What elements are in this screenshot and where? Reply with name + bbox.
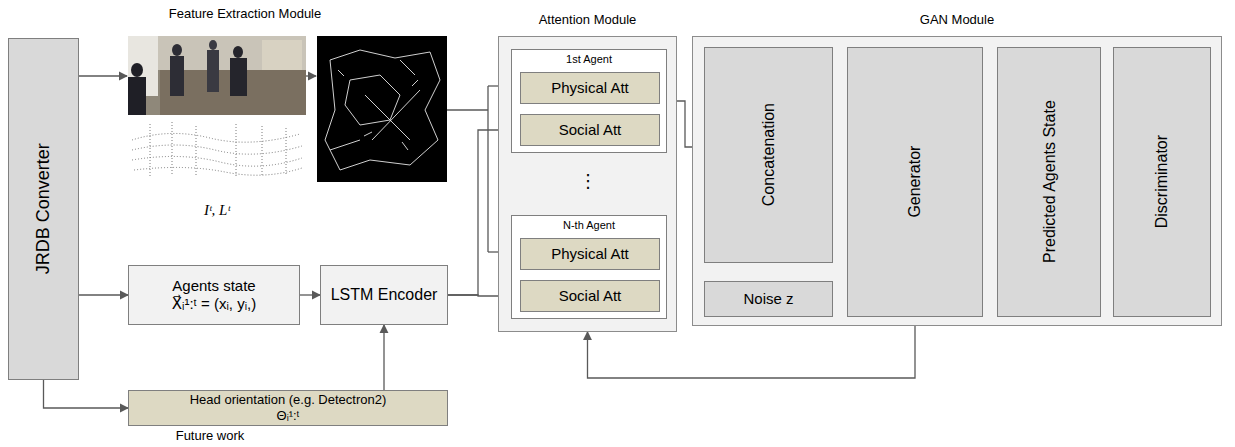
camera-ground xyxy=(128,36,306,115)
node-text: LSTM Encoder xyxy=(331,285,438,304)
state-box: Agents stateX⃗ᵢ¹:ᵗ = (xᵢ, yᵢ,) xyxy=(128,265,300,325)
person xyxy=(209,40,217,50)
node-text: Agents state xyxy=(172,277,255,295)
future-box: Head orientation (e.g. Detectron2)Θᵢ¹:ᵗ xyxy=(128,390,448,426)
process-box: Discriminator xyxy=(1113,47,1211,317)
node-subtext: X⃗ᵢ¹:ᵗ = (xᵢ, yᵢ,) xyxy=(172,295,256,313)
person xyxy=(131,63,143,77)
agent-box: N-th AgentPhysical AttSocial Att xyxy=(511,215,667,319)
camera-image xyxy=(128,36,306,115)
attention-box: Physical Att xyxy=(520,238,660,270)
node-subtext: Θᵢ¹:ᵗ xyxy=(277,408,300,424)
person xyxy=(233,46,243,58)
node-text: GAN Module xyxy=(920,12,994,28)
person xyxy=(207,50,219,92)
encoder-box: LSTM Encoder xyxy=(320,265,448,325)
map-image xyxy=(317,36,447,182)
lidar-ground xyxy=(128,116,306,180)
node-text: Discriminator xyxy=(1152,135,1171,228)
lidar-scan xyxy=(150,122,286,176)
converter-box: JRDB Converter xyxy=(8,38,79,380)
process-box: Concatenation xyxy=(704,47,833,263)
map-outline xyxy=(325,50,440,170)
lidar-scan xyxy=(132,133,300,142)
node-text: Predicted Agents State xyxy=(1039,101,1058,264)
attention-box: Social Att xyxy=(520,280,660,312)
noise-box: Noise z xyxy=(704,281,833,317)
node-text: Physical Att xyxy=(551,79,629,97)
ellipsis-mark: ⋮ xyxy=(579,170,597,192)
map-outline xyxy=(338,70,418,150)
image-wire xyxy=(79,75,127,76)
node-text: Social Att xyxy=(559,121,622,139)
module-title: Feature Extraction Module xyxy=(169,6,321,21)
map-wire xyxy=(447,86,488,252)
attention-box: Physical Att xyxy=(520,72,660,104)
node-text: JRDB Converter xyxy=(33,143,55,274)
process-box: Generator xyxy=(847,47,983,317)
lidar-scan xyxy=(132,156,302,166)
process-box: Predicted Agents State xyxy=(997,47,1101,317)
attention-box: Social Att xyxy=(520,114,660,146)
node-text: Concatenation xyxy=(759,103,778,206)
node-text: Physical Att xyxy=(551,245,629,263)
person xyxy=(170,56,184,96)
person xyxy=(172,44,182,56)
node-text: 1st Agent xyxy=(566,53,612,66)
image-wire xyxy=(306,75,316,76)
node-text: Head orientation (e.g. Detectron2) xyxy=(190,392,387,408)
flow-arrow xyxy=(383,325,384,390)
note-label: Future work xyxy=(176,428,245,443)
node-text: Social Att xyxy=(559,287,622,305)
map-outline xyxy=(330,60,420,150)
node-text: N-th Agent xyxy=(563,219,615,232)
node-text: Noise z xyxy=(743,290,793,308)
module-panel: GAN ModuleConcatenationNoise zGeneratorP… xyxy=(692,36,1222,326)
lidar-image xyxy=(128,116,306,180)
lidar-scan xyxy=(132,145,302,154)
map-ground xyxy=(317,36,447,182)
person xyxy=(128,77,146,115)
image-label: Iᵗ, Lᵗ xyxy=(204,202,230,219)
node-text: Attention Module xyxy=(539,12,637,28)
node-text: Generator xyxy=(905,146,924,218)
flow-arrow xyxy=(44,380,129,408)
flow-arrow xyxy=(300,294,320,295)
flow-arrow xyxy=(79,294,128,295)
person xyxy=(230,58,247,96)
lidar-scan xyxy=(134,167,302,175)
agent-box: 1st AgentPhysical AttSocial Att xyxy=(511,49,667,153)
map-outline xyxy=(345,75,400,125)
